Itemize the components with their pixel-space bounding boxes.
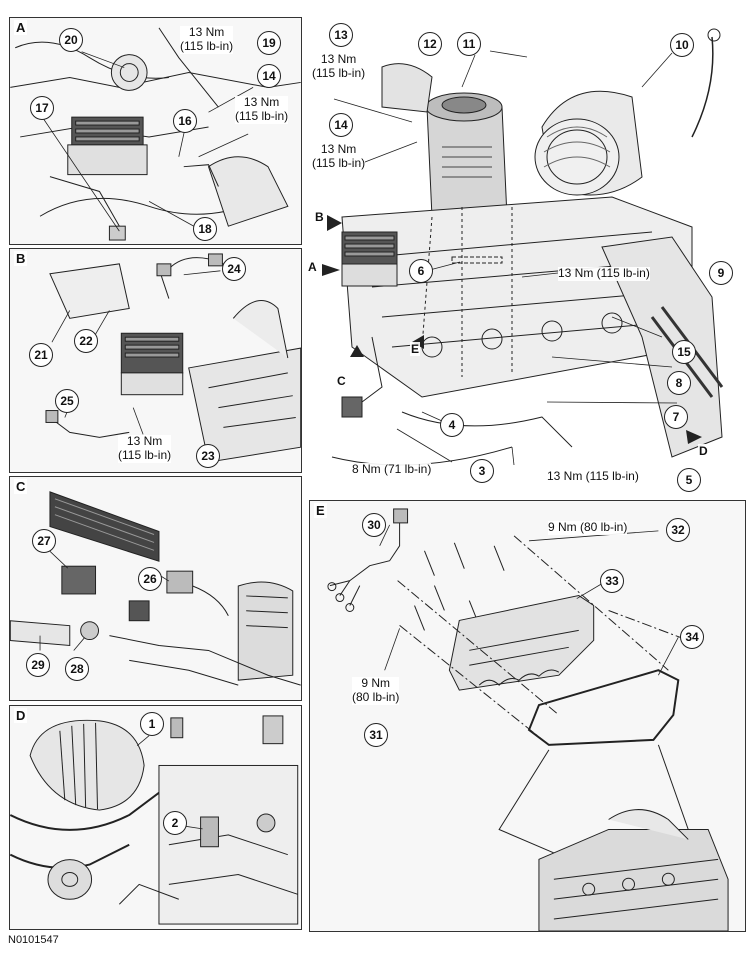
callout-5: 5: [677, 468, 701, 492]
callout-1: 1: [140, 712, 164, 736]
callout-12: 12: [418, 32, 442, 56]
callout-7: 7: [664, 405, 688, 429]
torque-14-text: 13 Nm (115 lb-in): [312, 142, 366, 170]
panel-a: A 20 19 13 Nm (115 lb-in) 14 13 Nm (115 …: [9, 17, 302, 245]
torque-5-text: 13 Nm (115 lb-in): [547, 469, 639, 483]
torque-3-text: 8 Nm (71 lb-in): [352, 462, 432, 476]
torque-13: 13 Nm (115 lb-in): [312, 52, 366, 81]
callout-2: 2: [163, 811, 187, 835]
callout-22: 22: [74, 329, 98, 353]
view-ref-d: D: [698, 444, 709, 458]
view-ref-e: E: [410, 342, 421, 356]
torque-32: 9 Nm (80 lb-in): [548, 520, 628, 535]
callout-25: 25: [55, 389, 79, 413]
panel-a-illustration: [10, 27, 301, 241]
view-ref-a: A: [307, 260, 318, 274]
callout-23: 23: [196, 444, 220, 468]
callout-10: 10: [670, 33, 694, 57]
torque-19-text: 13 Nm (115 lb-in): [180, 25, 234, 53]
torque-5: 13 Nm (115 lb-in): [547, 469, 639, 484]
callout-9: 9: [709, 261, 733, 285]
callout-33: 33: [600, 569, 624, 593]
callout-30: 30: [362, 513, 386, 537]
panel-a-label: A: [14, 20, 28, 35]
callout-3: 3: [470, 459, 494, 483]
torque-23-text: 13 Nm (115 lb-in): [118, 434, 172, 462]
panel-c: C 27 26 29 28: [9, 476, 302, 701]
torque-14: 13 Nm (115 lb-in): [312, 142, 366, 171]
torque-32-text: 9 Nm (80 lb-in): [548, 520, 628, 534]
callout-27: 27: [32, 529, 56, 553]
callout-20: 20: [59, 28, 83, 52]
figure-code: N0101547: [8, 934, 59, 946]
panel-c-illustration: [10, 491, 301, 686]
torque-9: 13 Nm (115 lb-in): [558, 266, 650, 281]
callout-14a: 14: [257, 64, 281, 88]
callout-26: 26: [138, 567, 162, 591]
panel-e-illustration: [327, 508, 729, 931]
panel-d-label: D: [14, 708, 28, 723]
main-engine-view: 13 13 Nm (115 lb-in) 14 13 Nm (115 lb-in…: [307, 17, 746, 495]
callout-13: 13: [329, 23, 353, 47]
callout-6: 6: [409, 259, 433, 283]
callout-18: 18: [193, 217, 217, 241]
callout-16: 16: [173, 109, 197, 133]
callout-29: 29: [26, 653, 50, 677]
callout-11: 11: [457, 32, 481, 56]
torque-13-text: 13 Nm (115 lb-in): [312, 52, 366, 80]
main-engine-illustration: [322, 28, 724, 466]
callout-28: 28: [65, 657, 89, 681]
panel-b: B 24 21 22 25 13 Nm (115 lb-in) 23: [9, 248, 302, 473]
panel-e: E 30 9 Nm (80 lb-in) 32 33 34 9 Nm (80 l…: [309, 500, 746, 932]
torque-31: 9 Nm (80 lb-in): [352, 676, 400, 705]
view-ref-c: C: [336, 374, 347, 388]
callout-21: 21: [29, 343, 53, 367]
view-ref-b: B: [314, 210, 325, 224]
panel-b-illustration: [45, 253, 301, 463]
callout-17: 17: [30, 96, 54, 120]
callout-31: 31: [364, 723, 388, 747]
torque-9-text: 13 Nm (115 lb-in): [558, 266, 650, 280]
torque-14a-text: 13 Nm (115 lb-in): [235, 95, 289, 123]
panel-d: D 1 2: [9, 705, 302, 930]
torque-14a: 13 Nm (115 lb-in): [235, 95, 289, 124]
panel-e-label: E: [314, 503, 327, 518]
panel-d-illustration: [10, 715, 299, 925]
panel-b-label: B: [14, 251, 28, 266]
torque-31-text: 9 Nm (80 lb-in): [352, 676, 400, 704]
callout-14: 14: [329, 113, 353, 137]
callout-34: 34: [680, 625, 704, 649]
callout-8: 8: [667, 371, 691, 395]
torque-3: 8 Nm (71 lb-in): [352, 462, 432, 477]
torque-23: 13 Nm (115 lb-in): [118, 434, 172, 463]
callout-32: 32: [666, 518, 690, 542]
callout-4: 4: [440, 413, 464, 437]
callout-19: 19: [257, 31, 281, 55]
callout-24: 24: [222, 257, 246, 281]
panel-c-label: C: [14, 479, 28, 494]
torque-19: 13 Nm (115 lb-in): [180, 25, 234, 54]
callout-15: 15: [672, 340, 696, 364]
